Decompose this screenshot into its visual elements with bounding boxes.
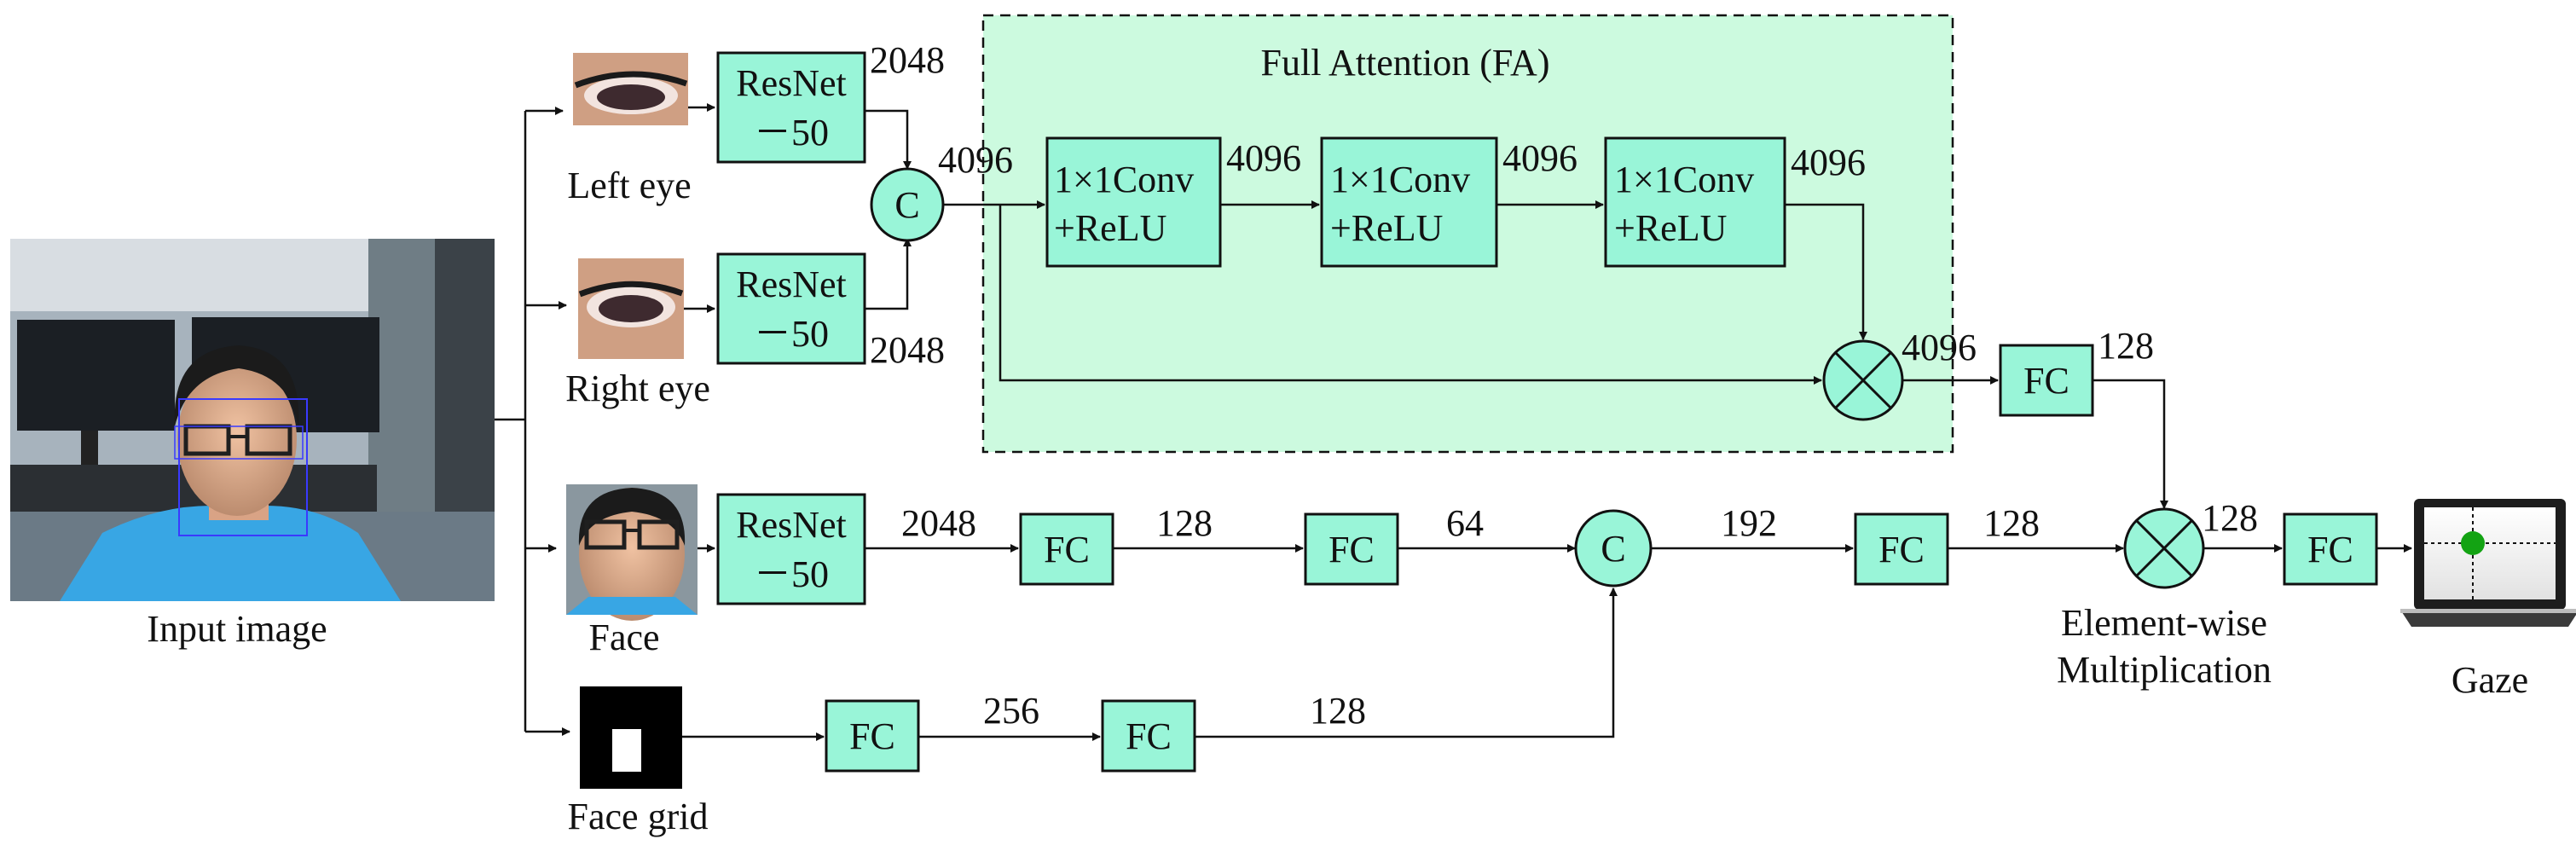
- eyes-concat-dim: 4096: [938, 139, 1013, 181]
- face-resnet-dim: 2048: [901, 502, 976, 544]
- svg-text:C: C: [1601, 528, 1625, 570]
- svg-text:FC: FC: [1329, 529, 1375, 570]
- svg-text:FC: FC: [1878, 529, 1925, 570]
- svg-text:－50: －50: [754, 112, 829, 153]
- input-branch-wires: [495, 107, 570, 736]
- svg-text:1×1Conv: 1×1Conv: [1614, 159, 1754, 200]
- svg-text:ResNet: ResNet: [736, 263, 847, 305]
- face-fc2-dim: 64: [1446, 502, 1484, 544]
- resnet-left-eye-block: ResNet －50: [716, 51, 866, 164]
- mult-out-dim: 128: [2202, 497, 2258, 539]
- full-attention-label: Full Attention (FA): [1261, 42, 1550, 84]
- svg-text:FC: FC: [849, 715, 895, 757]
- svg-text:－50: －50: [754, 553, 829, 595]
- fc-final-block: FC: [2283, 512, 2378, 586]
- svg-text:C: C: [894, 184, 919, 226]
- svg-text:ResNet: ResNet: [736, 504, 847, 546]
- conv3-dim: 4096: [1791, 142, 1866, 183]
- svg-text:FC: FC: [1044, 529, 1090, 570]
- fc-mid-dim: 128: [1983, 502, 2040, 544]
- svg-text:+ReLU: +ReLU: [1330, 207, 1443, 249]
- face-fc1-dim: 128: [1156, 502, 1213, 544]
- fa-out-dim: 4096: [1902, 327, 1977, 368]
- grid-fc2-dim: 128: [1310, 690, 1366, 732]
- person-photo-icon: [10, 239, 495, 601]
- conv2-dim: 4096: [1502, 137, 1577, 179]
- face-crop-icon: [566, 484, 698, 621]
- svg-text:ResNet: ResNet: [736, 62, 847, 104]
- left-eye-crop-icon: [573, 53, 688, 125]
- fc-eye-block: FC: [1999, 344, 2094, 417]
- grid-fc1-dim: 256: [983, 690, 1039, 732]
- resnet-right-eye-block: ResNet －50: [716, 252, 866, 365]
- svg-text:1×1Conv: 1×1Conv: [1330, 159, 1470, 200]
- right-eye-dim: 2048: [870, 329, 945, 371]
- multiply-circle-icon: [2123, 507, 2205, 589]
- left-eye-label: Left eye: [567, 165, 691, 206]
- resnet-face-block: ResNet －50: [716, 493, 866, 605]
- fc-face-1-block: FC: [1019, 512, 1114, 586]
- fc-grid-1-block: FC: [825, 699, 920, 773]
- fc-face-2-block: FC: [1304, 512, 1399, 586]
- svg-text:FC: FC: [2307, 529, 2353, 570]
- element-wise-label-1: Element-wise: [2061, 602, 2267, 644]
- right-eye-label: Right eye: [565, 368, 710, 409]
- gaze-label: Gaze: [2452, 659, 2528, 701]
- face-label: Face: [588, 617, 659, 658]
- svg-text:－50: －50: [754, 313, 829, 355]
- conv-block-1: 1×1Conv +ReLU: [1045, 136, 1222, 268]
- face-grid-icon: [580, 686, 682, 789]
- concat-node-face: C: [1574, 509, 1653, 588]
- multiply-circle-icon: [1822, 339, 1904, 421]
- conv-block-3: 1×1Conv +ReLU: [1604, 136, 1786, 268]
- concat-node-eyes: C: [870, 167, 945, 242]
- concat2-dim: 192: [1721, 502, 1777, 544]
- conv-block-2: 1×1Conv +ReLU: [1320, 136, 1498, 268]
- eye-fc-dim: 128: [2098, 325, 2154, 367]
- conv1-dim: 4096: [1226, 137, 1301, 179]
- right-eye-crop-icon: [578, 258, 684, 359]
- input-image-label: Input image: [147, 608, 327, 650]
- left-eye-dim: 2048: [870, 39, 945, 81]
- face-grid-label: Face grid: [568, 796, 709, 837]
- svg-text:FC: FC: [2023, 360, 2069, 402]
- fc-grid-2-block: FC: [1101, 699, 1196, 773]
- svg-text:FC: FC: [1126, 715, 1172, 757]
- laptop-icon: [2400, 499, 2576, 627]
- svg-text:1×1Conv: 1×1Conv: [1054, 159, 1194, 200]
- element-wise-label-2: Multiplication: [2057, 649, 2272, 691]
- svg-text:+ReLU: +ReLU: [1614, 207, 1727, 249]
- svg-text:+ReLU: +ReLU: [1054, 207, 1166, 249]
- fc-mid-block: FC: [1854, 512, 1949, 586]
- gaze-point-icon: [2461, 531, 2485, 555]
